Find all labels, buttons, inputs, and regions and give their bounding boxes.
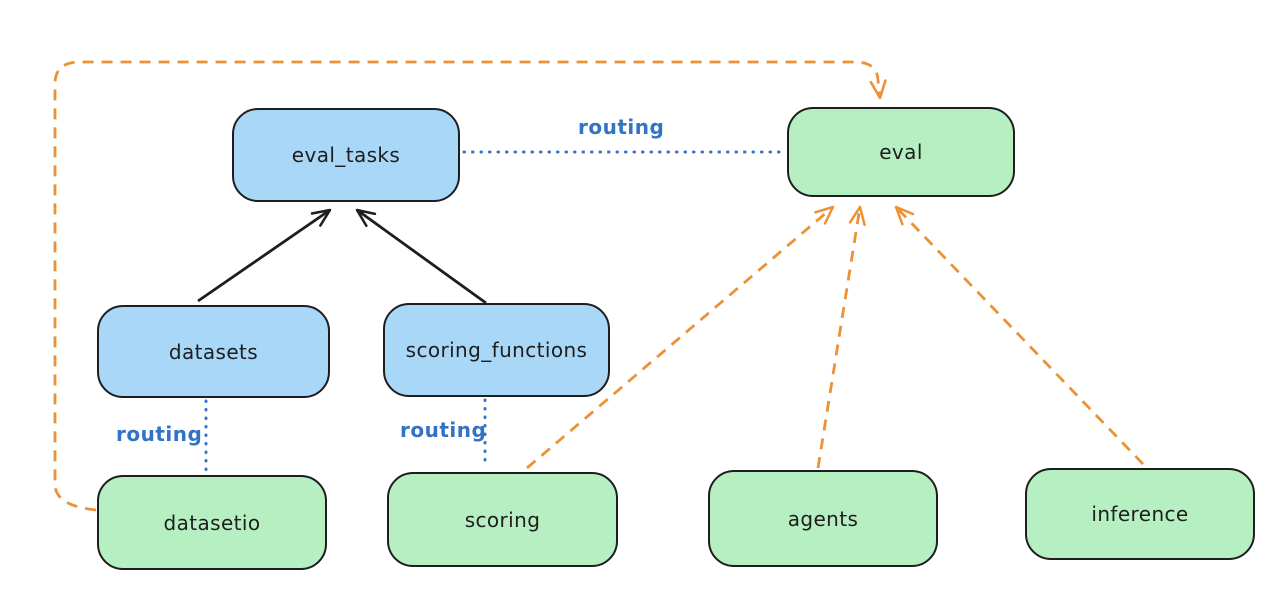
edge-label-routing-datasets-datasetio: routing [116, 422, 203, 446]
edge-label-routing-scoring-functions-scoring: routing [400, 418, 487, 442]
node-agents-label: agents [787, 506, 859, 531]
node-datasetio-label: datasetio [163, 510, 261, 535]
node-eval: eval [787, 107, 1015, 197]
node-eval-tasks-label: eval_tasks [291, 143, 401, 167]
edge-agents-to-eval [816, 205, 866, 469]
edge-label-routing-eval-tasks-eval: routing [578, 115, 665, 139]
edge-datasets-to-eval-tasks [197, 208, 332, 303]
node-datasets: datasets [97, 305, 330, 398]
node-datasets-label: datasets [168, 339, 259, 364]
edge-scoring-functions-to-eval-tasks [355, 208, 487, 305]
node-scoring-functions-label: scoring_functions [405, 338, 588, 362]
node-inference: inference [1025, 468, 1255, 560]
node-scoring-functions: scoring_functions [383, 303, 610, 397]
node-inference-label: inference [1091, 502, 1189, 526]
node-eval-label: eval [879, 140, 923, 164]
node-scoring: scoring [387, 472, 618, 567]
node-datasetio: datasetio [97, 475, 327, 570]
node-scoring-label: scoring [464, 507, 541, 532]
node-agents: agents [708, 470, 938, 567]
node-eval-tasks: eval_tasks [232, 108, 460, 202]
edge-inference-to-eval [894, 205, 1145, 465]
